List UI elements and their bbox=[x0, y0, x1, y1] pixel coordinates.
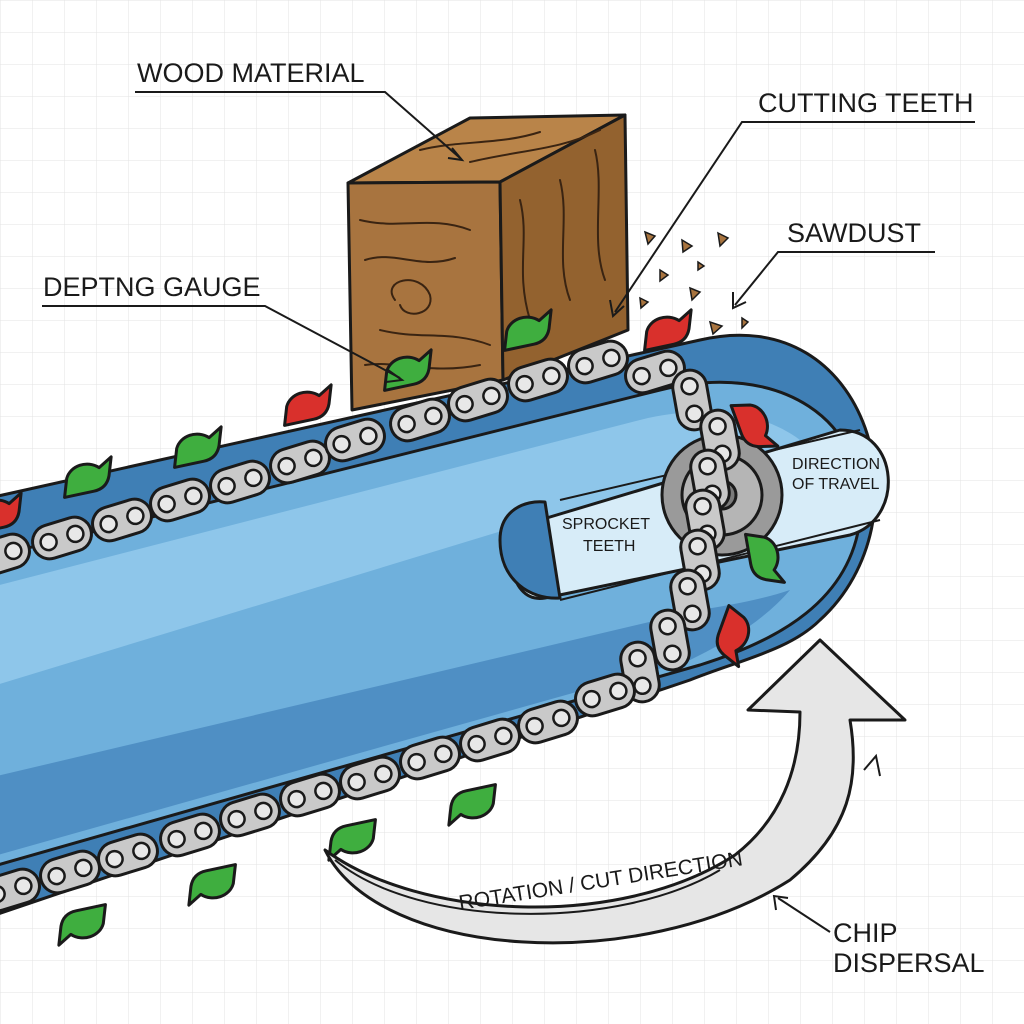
depth-gauge-tooth bbox=[63, 455, 113, 499]
sawdust-chips bbox=[639, 230, 750, 336]
chain-link bbox=[97, 832, 159, 878]
cutting-tooth bbox=[729, 403, 780, 449]
cutting-tooth bbox=[643, 308, 693, 352]
chain-link bbox=[339, 755, 401, 801]
label-direction-of-travel: DIRECTION OF TRAVEL bbox=[792, 456, 880, 493]
chain-link bbox=[219, 792, 281, 838]
sprocket-teeth-label-line2: TEETH bbox=[583, 538, 635, 555]
wood-block bbox=[346, 113, 630, 412]
label-chip-dispersal: CHIP DISPERSAL bbox=[772, 894, 985, 978]
chain-link bbox=[0, 532, 31, 578]
chain-link bbox=[574, 672, 636, 718]
label-depth-gauge: DEPTNG GAUGE bbox=[42, 272, 405, 383]
chain-link bbox=[31, 515, 93, 561]
direction-of-travel-label-line2: OF TRAVEL bbox=[792, 476, 880, 493]
depth-gauge-tooth bbox=[503, 308, 553, 352]
sprocket-slot bbox=[498, 500, 562, 600]
cutting-teeth-label: CUTTING TEETH bbox=[758, 88, 974, 118]
bar-highlight bbox=[0, 411, 800, 684]
cutting-tooth bbox=[283, 383, 333, 427]
direction-of-travel-label-line1: DIRECTION bbox=[792, 456, 880, 473]
label-wood-material: WOOD MATERIAL bbox=[135, 58, 465, 162]
label-cutting-teeth: CUTTING TEETH bbox=[609, 88, 975, 318]
label-sawdust: SAWDUST bbox=[732, 218, 935, 310]
chain-link bbox=[39, 849, 101, 895]
chain-link bbox=[517, 699, 579, 745]
depth-gauge-tooth bbox=[187, 863, 237, 907]
depth-gauge-tooth bbox=[447, 783, 497, 827]
chain-link bbox=[269, 439, 331, 485]
rotation-arrow-arc bbox=[334, 859, 721, 915]
rotation-arrow bbox=[323, 638, 907, 945]
chain-link bbox=[279, 772, 341, 818]
chain-link bbox=[209, 459, 271, 505]
chain-link bbox=[324, 417, 386, 463]
depth-gauge-tooth bbox=[173, 425, 223, 469]
depth-gauge-tooth bbox=[57, 903, 107, 947]
chain-link bbox=[399, 735, 461, 781]
chain-link bbox=[624, 349, 686, 395]
wood-material-label: WOOD MATERIAL bbox=[137, 58, 365, 88]
depth-gauge-tooth bbox=[327, 818, 377, 862]
depth-gauge-tooth bbox=[743, 532, 786, 584]
chip-dispersal-label-line1: CHIP bbox=[833, 918, 898, 948]
bar-shadow bbox=[0, 590, 790, 855]
label-sprocket-teeth: SPROCKET TEETH bbox=[562, 516, 650, 555]
chain-link bbox=[159, 812, 221, 858]
depth-gauge-label: DEPTNG GAUGE bbox=[43, 272, 261, 302]
chip-dispersal-label-line2: DISPERSAL bbox=[833, 948, 985, 978]
cutting-tooth bbox=[0, 491, 23, 535]
chain-link bbox=[649, 608, 691, 672]
chain-link bbox=[447, 377, 509, 423]
chain-link bbox=[507, 357, 569, 403]
chain-link bbox=[389, 397, 451, 443]
chain-link bbox=[567, 339, 629, 385]
sprocket-teeth-label-line1: SPROCKET bbox=[562, 516, 650, 533]
chain-link bbox=[0, 867, 41, 913]
cutting-tooth bbox=[715, 604, 751, 669]
chain bbox=[0, 339, 741, 913]
chain-teeth bbox=[0, 308, 786, 947]
chain-link bbox=[671, 368, 713, 432]
sawdust-label: SAWDUST bbox=[787, 218, 921, 248]
chain-link bbox=[149, 477, 211, 523]
